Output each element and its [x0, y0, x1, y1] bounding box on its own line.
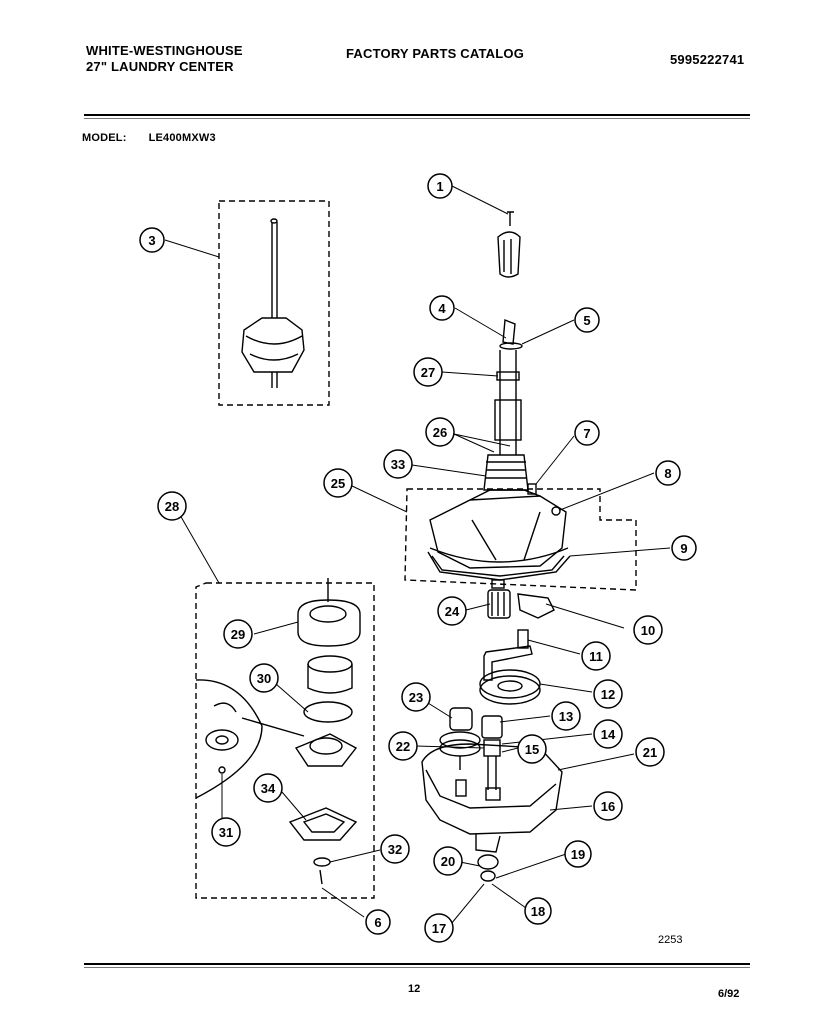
callout: 23: [401, 682, 431, 712]
callout-label: 25: [331, 476, 345, 491]
drive-assembly-icon: [241, 218, 305, 388]
callout-label: 26: [433, 425, 447, 440]
callout-label: 16: [601, 799, 615, 814]
gear-case-icon: [421, 743, 563, 882]
callout-label: 20: [441, 854, 455, 869]
callout-label: 22: [396, 739, 410, 754]
callout-label: 32: [388, 842, 402, 857]
brand-line-2: 27" LAUNDRY CENTER: [86, 59, 234, 74]
callout: 24: [437, 596, 467, 626]
callout: 19: [564, 840, 592, 868]
callout-label: 3: [148, 233, 155, 248]
seal-kit-icon: [288, 578, 361, 885]
callout-label: 34: [261, 781, 276, 796]
shaft-stack-icon: [483, 211, 561, 516]
callout: 10: [633, 615, 663, 645]
header-rule: [84, 114, 750, 116]
callout-label: 10: [641, 623, 655, 638]
callout-label: 19: [571, 847, 585, 862]
callout-label: 31: [219, 825, 233, 840]
leader-lines: [164, 185, 671, 925]
gear-case-cover-icon: [427, 489, 571, 589]
footer-rule-thin: [84, 967, 750, 968]
callout: 29: [223, 619, 253, 649]
part-number: 5995222741: [670, 52, 745, 67]
callout: 28: [157, 491, 187, 521]
callout-label: 7: [583, 426, 590, 441]
callout: 31: [211, 817, 241, 847]
callout: 27: [413, 357, 443, 387]
callout: 6: [365, 909, 391, 935]
bearing-detail-icon: [195, 679, 305, 799]
helix-gear-icon: [481, 715, 503, 790]
main-gear-icon: [479, 669, 541, 705]
callout: 26: [425, 417, 455, 447]
page-number: 12: [408, 983, 421, 995]
group-box-25: [404, 488, 637, 591]
callout-label: 4: [438, 301, 446, 316]
callout: 32: [380, 834, 410, 864]
callout: 9: [671, 535, 697, 561]
callout-label: 12: [601, 687, 615, 702]
callout-label: 17: [432, 921, 446, 936]
group-box-28: [195, 582, 375, 899]
callout-label: 23: [409, 690, 423, 705]
callout: 12: [593, 679, 623, 709]
callout-label: 24: [445, 604, 460, 619]
idler-gear-icon: [439, 707, 481, 770]
callout: 25: [323, 468, 353, 498]
model-line: MODEL: LE400MXW3: [82, 130, 216, 146]
callout-label: 15: [525, 742, 539, 757]
callout: 30: [249, 663, 279, 693]
callout: 22: [388, 731, 418, 761]
diagram-code: 2253: [658, 934, 683, 946]
brand-title: WHITE-WESTINGHOUSE 27" LAUNDRY CENTER: [86, 43, 243, 75]
brand-line-1: WHITE-WESTINGHOUSE: [86, 43, 243, 58]
callout-label: 28: [165, 499, 179, 514]
callout: 4: [429, 295, 455, 321]
callout: 34: [253, 773, 283, 803]
callout-label: 27: [421, 365, 435, 380]
callout: 18: [524, 897, 552, 925]
callouts: 1 3 4 5 27 26 7 33 8 25 9 28 24 10 29 11…: [139, 173, 697, 943]
model-value: LE400MXW3: [148, 132, 216, 144]
callout-label: 33: [391, 457, 405, 472]
callout: 33: [383, 449, 413, 479]
callout: 5: [574, 307, 600, 333]
callout: 11: [581, 641, 611, 671]
callout-label: 8: [664, 466, 671, 481]
revision-date: 6/92: [718, 988, 740, 1000]
callout: 16: [593, 791, 623, 821]
callout: 1: [427, 173, 453, 199]
callout: 17: [424, 913, 454, 943]
callout-label: 6: [374, 915, 381, 930]
callout-label: 11: [589, 649, 603, 664]
callout: 13: [551, 701, 581, 731]
callout: 20: [433, 846, 463, 876]
callout-label: 30: [257, 671, 271, 686]
pinion-gear-icon: [487, 589, 511, 619]
callout-label: 9: [680, 541, 687, 556]
callout-label: 5: [583, 313, 590, 328]
callout-label: 14: [601, 727, 616, 742]
callout: 7: [574, 420, 600, 446]
group-box-3: [218, 200, 330, 406]
crank-icon: [483, 629, 533, 681]
callout: 21: [635, 737, 665, 767]
callout-label: 1: [436, 179, 443, 194]
callout: 14: [593, 719, 623, 749]
catalog-title: FACTORY PARTS CATALOG: [346, 46, 525, 61]
footer-rule: [84, 963, 750, 965]
callout: 8: [655, 460, 681, 486]
model-label: MODEL:: [82, 132, 127, 144]
callout-label: 21: [643, 745, 657, 760]
header-rule-thin: [84, 118, 750, 119]
callout-label: 18: [531, 904, 545, 919]
callout: 15: [517, 734, 547, 764]
callout-label: 13: [559, 709, 573, 724]
cam-icon: [517, 593, 555, 619]
callout-label: 29: [231, 627, 245, 642]
callout: 3: [139, 227, 165, 253]
